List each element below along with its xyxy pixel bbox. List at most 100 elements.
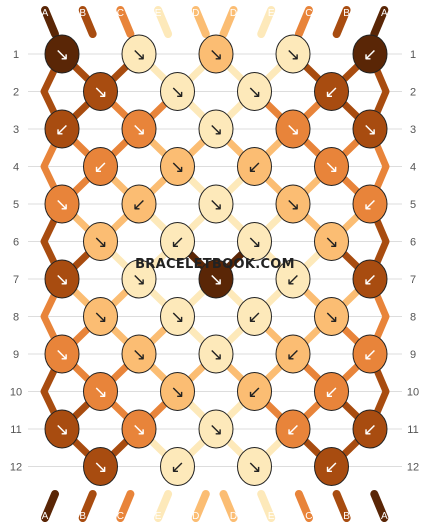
row-number: 4 [410,162,416,174]
string-tail-bottom [332,490,351,522]
string-label: C [305,511,312,522]
knot: ↘ [275,184,311,224]
knot-oval [44,109,80,149]
knot: ↘ [237,72,272,111]
knot: ↙ [237,372,272,411]
knot-oval [352,34,388,74]
knot-oval [160,372,195,411]
string-tail-top [116,6,135,38]
knot-direction-arrow-icon: ↘ [286,120,300,140]
knot: ↙ [160,447,195,486]
knot: ↙ [121,184,157,224]
knot-direction-arrow-icon: ↙ [247,383,261,403]
knot-direction-arrow-icon: ↘ [55,45,69,65]
knot-oval [352,109,388,149]
knot: ↘ [121,34,157,74]
knot-oval [121,409,157,449]
knot-oval [121,259,157,299]
knot-direction-arrow-icon: ↙ [363,345,377,365]
knot: ↙ [83,147,118,186]
knot-oval [44,409,80,449]
string-label: D [230,511,237,522]
knot-oval [314,447,349,486]
knot-oval [237,372,272,411]
knot-oval [352,184,388,224]
knot: ↘ [44,34,80,74]
knot-direction-arrow-icon: ↙ [170,458,184,478]
knot-direction-arrow-icon: ↙ [363,270,377,290]
knot: ↘ [44,334,80,374]
knot-direction-arrow-icon: ↘ [170,158,184,178]
string-label: E [155,8,162,19]
knot-oval [83,372,118,411]
string-label: B [343,8,350,19]
knot: ↘ [160,147,195,186]
knot: ↙ [352,259,388,299]
knot-oval [314,297,349,336]
string-tail-bottom [154,490,173,522]
knot-oval [198,334,234,374]
string-tail-bottom [78,490,97,522]
knot-oval [83,297,118,336]
knot-direction-arrow-icon: ↘ [55,195,69,215]
knot-direction-arrow-icon: ↘ [170,383,184,403]
row-number: 9 [410,349,416,361]
knot-direction-arrow-icon: ↘ [286,195,300,215]
string-tail-top [294,6,313,38]
string-label: B [79,511,86,522]
watermark-text: BRACELETBOOK.COM [135,257,295,272]
knot-direction-arrow-icon: ↙ [324,458,338,478]
knot-direction-arrow-icon: ↘ [132,120,146,140]
row-number: 8 [410,312,416,324]
knot-direction-arrow-icon: ↙ [247,308,261,328]
knot-direction-arrow-icon: ↘ [132,420,146,440]
string-tail-bottom [257,490,276,522]
string-label: E [155,511,162,522]
knot: ↘ [275,109,311,149]
knot-direction-arrow-icon: ↘ [247,233,261,253]
row-number: 11 [10,424,21,436]
knot: ↘ [44,409,80,449]
knot: ↘ [198,409,234,449]
knot: ↘ [121,109,157,149]
knot-oval [275,334,311,374]
knot-direction-arrow-icon: ↘ [170,83,184,103]
knot: ↙ [44,109,80,149]
knot: ↙ [352,34,388,74]
knot: ↙ [275,409,311,449]
row-number: 7 [13,274,19,286]
knot-oval [121,184,157,224]
knot-oval [237,222,272,261]
string-label: A [42,8,49,19]
knot-direction-arrow-icon: ↙ [363,195,377,215]
knot-direction-arrow-icon: ↘ [247,83,261,103]
knot: ↘ [160,72,195,111]
row-number: 12 [407,462,419,474]
knot-oval [237,297,272,336]
knot-direction-arrow-icon: ↘ [132,270,146,290]
string-tail-top [154,6,173,38]
knot-direction-arrow-icon: ↘ [93,458,107,478]
row-number: 3 [13,124,19,136]
knot-oval [121,34,157,74]
knot: ↘ [314,297,349,336]
row-number: 8 [13,312,19,324]
knot-oval [44,34,80,74]
knot-oval [83,147,118,186]
string-label: A [381,511,388,522]
knot-direction-arrow-icon: ↘ [55,270,69,290]
knot: ↘ [198,109,234,149]
row-number: 1 [410,49,416,61]
row-number: 5 [13,199,19,211]
string-label: C [117,8,124,19]
knot-oval [44,334,80,374]
row-number: 12 [10,462,22,474]
knot-direction-arrow-icon: ↘ [286,45,300,65]
row-number: 2 [410,87,416,99]
knot: ↘ [237,447,272,486]
knot-oval [314,222,349,261]
knot-direction-arrow-icon: ↙ [247,158,261,178]
